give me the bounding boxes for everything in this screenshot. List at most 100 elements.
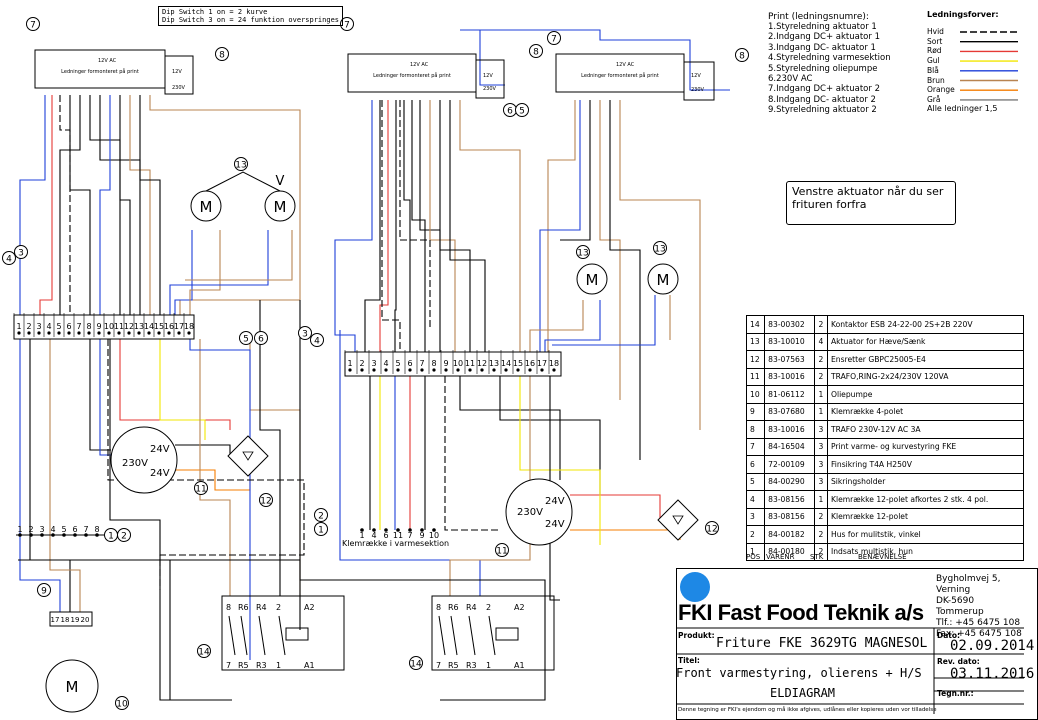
wire-size-note: Alle ledninger 1,5 xyxy=(927,104,998,113)
wire xyxy=(39,95,53,320)
terminal-screw xyxy=(117,331,121,335)
wiring-diagram: Ledninger formonteret på print 12V AC 12… xyxy=(2,17,749,713)
contact-label: A1 xyxy=(514,661,525,670)
terminal-screw xyxy=(360,368,364,372)
bom-cell: 5 xyxy=(745,472,766,491)
actuator-motor-3: M xyxy=(576,263,608,295)
wire xyxy=(49,339,81,612)
terminal-screw xyxy=(127,331,131,335)
terminal-number: 15 xyxy=(154,322,164,331)
terminal-number: 9 xyxy=(443,359,448,368)
wire-layer xyxy=(18,29,730,701)
callout-circle xyxy=(495,543,509,557)
print-item: 3.Indgang DC- aktuator 1 xyxy=(768,42,876,53)
print-legend-title: Print (ledningsnumre): xyxy=(768,12,869,22)
klem-number: 4 xyxy=(371,531,376,540)
ring-transformer-right: 24V 230V 24V xyxy=(505,478,573,546)
wire-color-swatches xyxy=(960,31,1018,101)
callout-number: 8 xyxy=(739,52,745,62)
terminal-number: 11 xyxy=(465,359,475,368)
contact-switch xyxy=(438,615,446,656)
bom-cell: 3 xyxy=(813,472,828,491)
bom-cell: 2 xyxy=(745,525,766,544)
terminal-screw xyxy=(37,331,41,335)
print-item: 7.Indgang DC+ aktuator 2 xyxy=(768,84,880,95)
bom-cell: 83-10016 xyxy=(764,420,815,439)
callout-number: 6 xyxy=(258,335,264,345)
print-board-middle: Ledninger formonteret på print 12V AC 12… xyxy=(347,53,505,99)
produkt-value: Friture FKE 3629TG MAGNESOL xyxy=(716,636,928,651)
bom-cell: Ensretter GBPC25005-E4 xyxy=(826,350,1025,369)
wire xyxy=(334,100,373,352)
bom-cell: 3 xyxy=(813,455,828,474)
callout-number: 7 xyxy=(551,35,557,45)
contact-label: R5 xyxy=(238,661,249,670)
wire xyxy=(449,100,486,352)
svg-text:12V AC: 12V AC xyxy=(98,58,117,64)
bom-cell: 4 xyxy=(745,490,766,509)
terminal-screw xyxy=(47,331,51,335)
callout-number: 3 xyxy=(18,249,24,259)
wire xyxy=(479,30,505,86)
callout-circle xyxy=(314,522,328,536)
terminal-number: 8 xyxy=(94,525,99,534)
callout-circle xyxy=(298,326,312,340)
callout-circle xyxy=(194,481,208,495)
klem-screw xyxy=(420,528,424,532)
callout-number: 14 xyxy=(198,648,210,658)
actuator-motor-1: M xyxy=(190,190,222,222)
contact-label: 7 xyxy=(226,661,231,670)
wire xyxy=(459,100,521,352)
bom-cell: 3 xyxy=(813,437,828,456)
print-item: 9.Styreledning aktuator 2 xyxy=(768,105,877,116)
callout-number: 5 xyxy=(519,107,525,117)
svg-text:12V: 12V xyxy=(691,73,701,79)
callout-circle xyxy=(735,48,749,62)
wire-color-title: Ledningsforver: xyxy=(927,10,999,19)
terminal-number: 1 xyxy=(16,322,21,331)
callout-number: 9 xyxy=(41,587,47,597)
wire xyxy=(619,100,701,430)
callout-circle xyxy=(254,331,268,345)
dato-label: Dato: xyxy=(937,631,961,640)
callout-circle xyxy=(117,528,131,542)
terminal-number: 7 xyxy=(83,525,88,534)
terminal-number: 2 xyxy=(28,525,33,534)
wire xyxy=(609,100,641,460)
contact-label: R6 xyxy=(238,603,249,612)
terminal-number: 7 xyxy=(76,322,81,331)
rev-value: 03.11.2016 xyxy=(950,666,1035,682)
terminal-screw xyxy=(456,368,460,372)
contact-label: 1 xyxy=(276,661,281,670)
terminal-number: 4 xyxy=(383,359,388,368)
svg-text:Ledninger formonteret på print: Ledninger formonteret på print xyxy=(61,68,139,75)
oil-pump-motor: M xyxy=(45,659,99,713)
terminal-number: 1 xyxy=(347,359,352,368)
wire xyxy=(403,100,411,352)
svg-text:Klemrække i varmesektion: Klemrække i varmesektion xyxy=(342,539,449,548)
bom-cell: TRAFO 230V-12V AC 3A xyxy=(826,420,1025,439)
wire xyxy=(119,339,231,430)
contact-label: A2 xyxy=(304,603,315,612)
wire xyxy=(544,300,601,352)
bom-cell: 10 xyxy=(745,385,766,404)
terminal-number: 16 xyxy=(525,359,535,368)
klem-screw xyxy=(384,528,388,532)
svg-text:230V: 230V xyxy=(691,87,705,93)
callout-circle xyxy=(314,508,328,522)
bom-cell: Aktuator for Hæve/Sænk xyxy=(826,332,1025,351)
terminal-number: 5 xyxy=(56,322,61,331)
terminal-number: 6 xyxy=(407,359,412,368)
terminal-number: 4 xyxy=(50,525,55,534)
bom-cell: 2 xyxy=(813,350,828,369)
bom-cell: Klemrække 4-polet xyxy=(826,402,1025,421)
bom-cell: Finsikring T4A H250V xyxy=(826,455,1025,474)
